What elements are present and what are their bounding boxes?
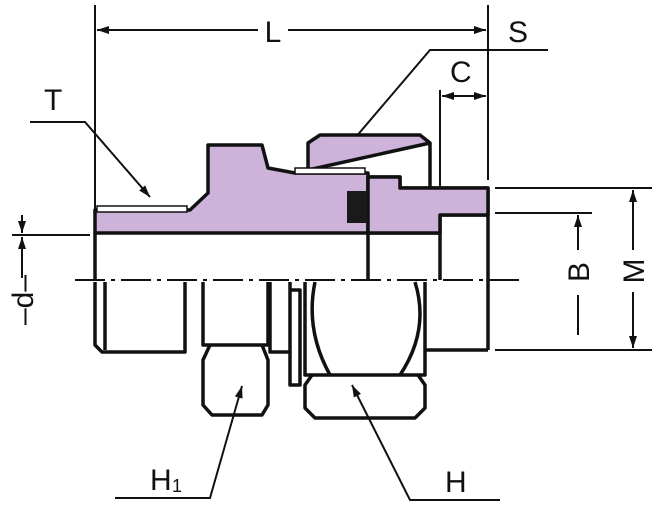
leader-H: H xyxy=(351,384,500,501)
lower-body xyxy=(93,215,490,420)
dimension-L: L xyxy=(94,5,489,210)
label-d: –d– xyxy=(7,275,40,325)
label-L: L xyxy=(265,16,282,49)
dimension-M: M xyxy=(495,187,652,351)
dimension-B: B xyxy=(495,212,596,335)
leader-H1: H 1 xyxy=(115,385,243,499)
label-T: T xyxy=(44,84,62,117)
label-C: C xyxy=(450,56,472,89)
dimension-d: –d– xyxy=(7,215,90,325)
label-H: H xyxy=(445,466,467,499)
leader-S: S xyxy=(331,16,548,166)
label-B: B xyxy=(563,262,596,282)
label-M: M xyxy=(618,259,651,284)
section-body xyxy=(93,133,490,235)
label-H1: H xyxy=(150,464,172,497)
label-H1-subscript: 1 xyxy=(172,476,182,496)
label-S: S xyxy=(508,16,528,49)
leader-T: T xyxy=(30,84,151,198)
o-ring-seal xyxy=(347,191,366,223)
